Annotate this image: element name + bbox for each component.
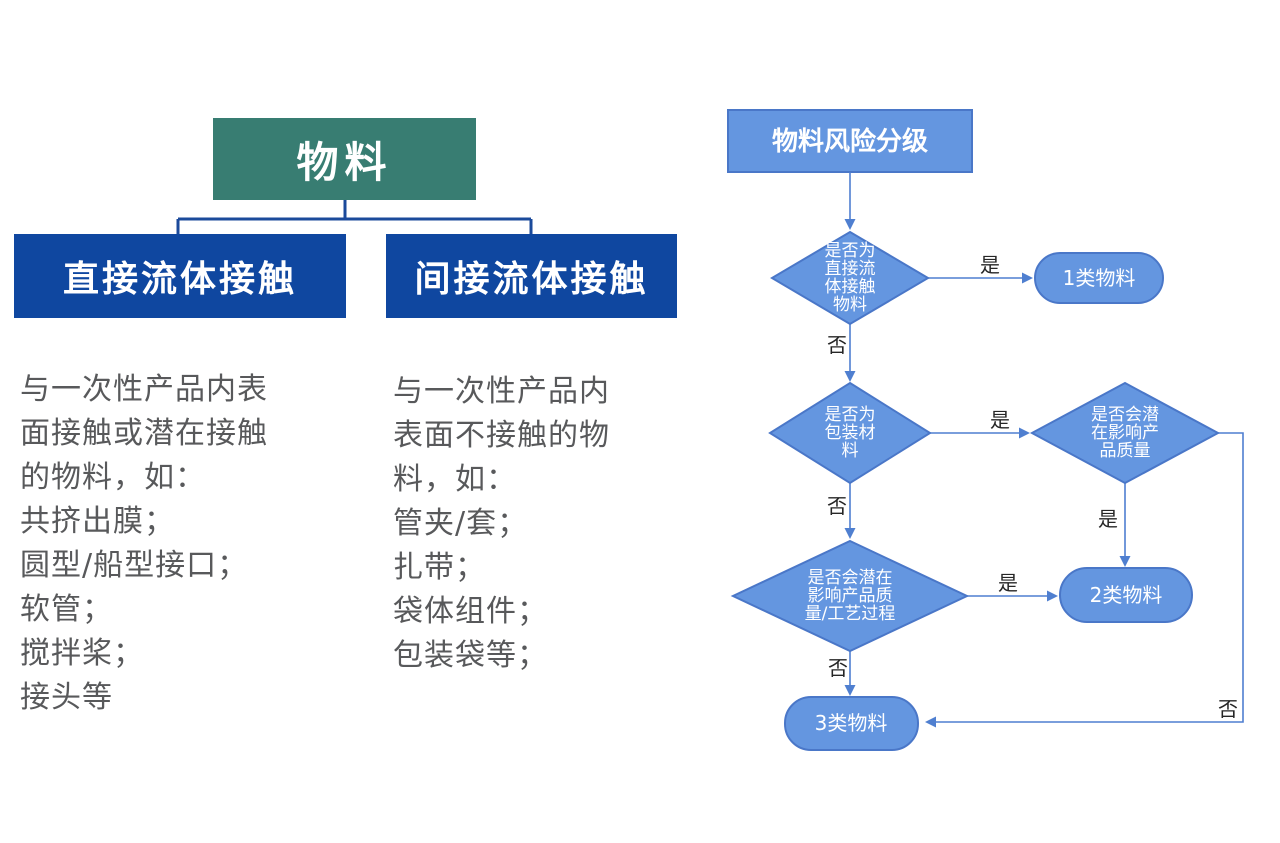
arrowhead-d1-yes xyxy=(1022,272,1033,284)
decision-1-line: 物料 xyxy=(833,295,867,315)
arrowhead-title-to-d1 xyxy=(844,219,856,230)
tree-root-box-material: 物料 xyxy=(213,118,476,200)
description-line: 扎带； xyxy=(393,550,486,585)
decision-4-line: 是否会潜 xyxy=(1091,405,1159,425)
tree-branch-indirect-label: 间接流体接触 xyxy=(414,259,649,300)
description-line: 圆型/船型接口； xyxy=(20,548,249,583)
edge-label-d1-no: 否 xyxy=(827,333,847,357)
decision-3-line: 量/工艺过程 xyxy=(805,604,896,624)
direct-contact-description: 与一次性产品内表 面接触或潜在接触 的物料，如： 共挤出膜； 圆型/船型接口； … xyxy=(20,368,268,720)
decision-1-line: 直接流 xyxy=(825,259,876,279)
edge-label-d3-no: 否 xyxy=(828,656,848,680)
result-class-3-label: 3类物料 xyxy=(815,711,888,735)
result-class-2-material xyxy=(1059,567,1193,623)
edge-label-d1-yes: 是 xyxy=(980,253,1000,277)
tree-root-label: 物料 xyxy=(296,137,393,187)
edge-label-d4-no: 否 xyxy=(1218,697,1238,721)
description-line: 共挤出膜； xyxy=(20,504,175,539)
description-line: 包装袋等； xyxy=(393,638,548,673)
description-line: 与一次性产品内 xyxy=(393,374,610,409)
decision-2-line: 包装材 xyxy=(825,423,876,443)
tree-branch-direct-fluid-contact: 直接流体接触 xyxy=(14,234,346,318)
tree-branch-direct-label: 直接流体接触 xyxy=(62,259,297,300)
description-line: 管夹/套； xyxy=(393,506,529,541)
edge-label-d2-no: 否 xyxy=(827,494,847,518)
decision-affects-quality-or-process xyxy=(730,539,970,653)
decision-4-line: 品质量 xyxy=(1100,441,1151,461)
description-line: 软管； xyxy=(20,592,113,627)
description-line: 料，如： xyxy=(393,462,517,497)
description-line: 的物料，如： xyxy=(20,460,206,495)
tree-branch-indirect-fluid-contact: 间接流体接触 xyxy=(386,234,677,318)
arrowhead-d3-no xyxy=(844,685,856,696)
edge-d4-no xyxy=(936,432,1244,723)
decision-1-line: 是否为 xyxy=(825,241,876,261)
arrowhead-d2-yes xyxy=(1019,427,1030,439)
description-line: 表面不接触的物 xyxy=(393,418,610,453)
arrowhead-d4-no xyxy=(925,716,936,728)
arrowhead-d2-no xyxy=(844,528,856,539)
description-line: 接头等 xyxy=(20,680,113,715)
decision-2-line: 料 xyxy=(842,441,859,461)
decision-potentially-affects-quality xyxy=(1029,381,1221,485)
decision-is-packaging-material xyxy=(768,381,932,485)
decision-1-line: 体接触 xyxy=(825,277,876,297)
description-line: 搅拌桨； xyxy=(20,636,144,671)
description-line: 面接触或潜在接触 xyxy=(20,416,268,451)
decision-3-line: 影响产品质 xyxy=(808,586,893,606)
edge-label-d4-yes: 是 xyxy=(1098,507,1118,531)
flowchart-title: 物料风险分级 xyxy=(772,126,928,157)
decision-3-line: 是否会潜在 xyxy=(808,568,893,588)
decision-2-line: 是否为 xyxy=(825,405,876,425)
tree-connector-lines xyxy=(176,200,533,236)
arrowhead-d3-yes xyxy=(1047,590,1058,602)
result-class-3-material xyxy=(784,696,919,751)
decision-is-direct-fluid-contact xyxy=(770,230,930,326)
edge-label-d2-yes: 是 xyxy=(990,408,1010,432)
result-class-2-label: 2类物料 xyxy=(1090,583,1163,607)
edge-label-d3-yes: 是 xyxy=(998,571,1018,595)
decision-4-line: 在影响产 xyxy=(1091,423,1159,443)
arrowhead-d4-yes xyxy=(1119,556,1131,567)
result-class-1-label: 1类物料 xyxy=(1063,266,1136,290)
result-class-1-material xyxy=(1034,252,1164,304)
indirect-contact-description: 与一次性产品内 表面不接触的物 料，如： 管夹/套； 扎带； 袋体组件； 包装袋… xyxy=(393,370,610,678)
description-line: 与一次性产品内表 xyxy=(20,372,268,407)
description-line: 袋体组件； xyxy=(393,594,548,629)
arrowhead-d1-no xyxy=(844,371,856,382)
